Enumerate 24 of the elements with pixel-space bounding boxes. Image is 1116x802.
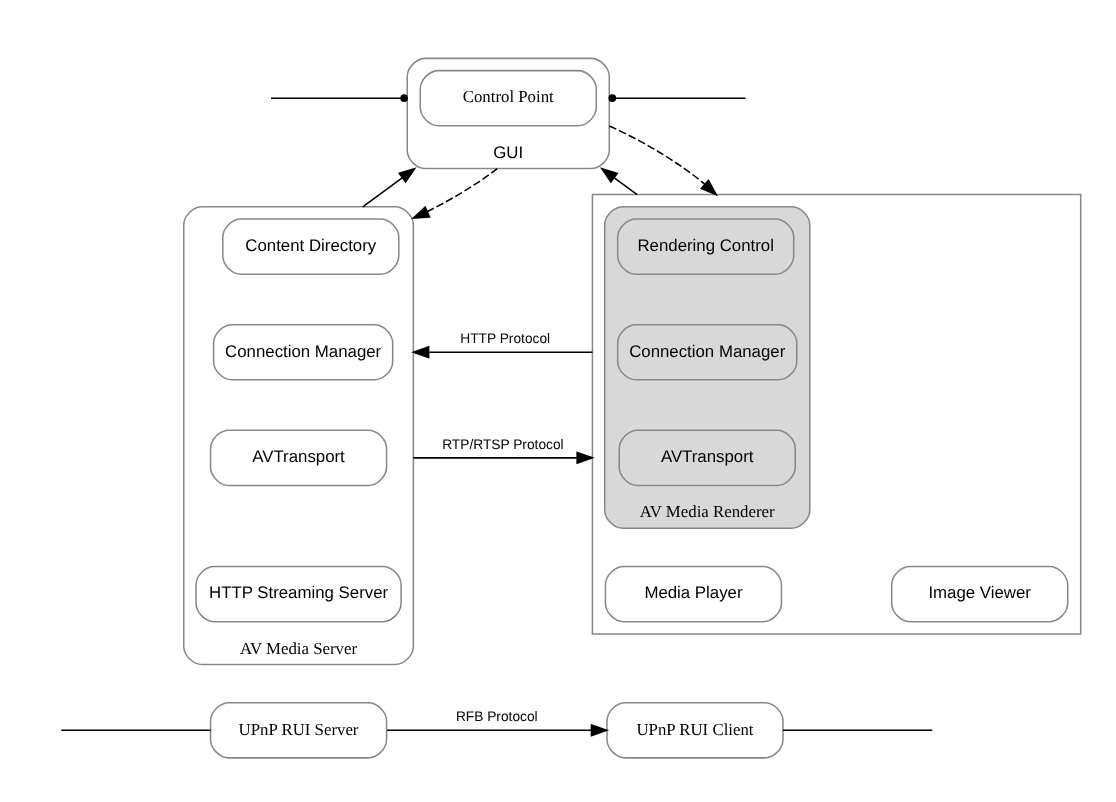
arrow — [608, 124, 718, 196]
connector — [782, 728, 933, 731]
node-box: Content Directory — [222, 217, 400, 274]
connector — [60, 728, 212, 731]
arrow — [412, 450, 595, 464]
arrow — [599, 166, 638, 195]
arrow — [411, 166, 499, 219]
arrow — [411, 344, 594, 358]
node-box: HTTP Streaming Server — [195, 564, 402, 622]
connector — [614, 96, 747, 98]
connector — [270, 96, 402, 98]
arrow — [362, 166, 417, 207]
node-box: Rendering Control — [616, 217, 795, 274]
node-box: AVTransport — [209, 428, 388, 486]
cluster — [591, 192, 1082, 634]
node-box: Control Point — [419, 68, 598, 126]
arrow — [386, 722, 610, 736]
node-box: AVTransport — [618, 428, 796, 486]
node-box: Connection Manager — [212, 322, 394, 380]
node-box: Connection Manager — [616, 322, 798, 380]
node-box: UPnP RUI Client — [606, 701, 784, 758]
node-box: UPnP RUI Server — [209, 701, 388, 758]
node-box: Image Viewer — [890, 564, 1069, 622]
node-box: Media Player — [604, 564, 783, 622]
